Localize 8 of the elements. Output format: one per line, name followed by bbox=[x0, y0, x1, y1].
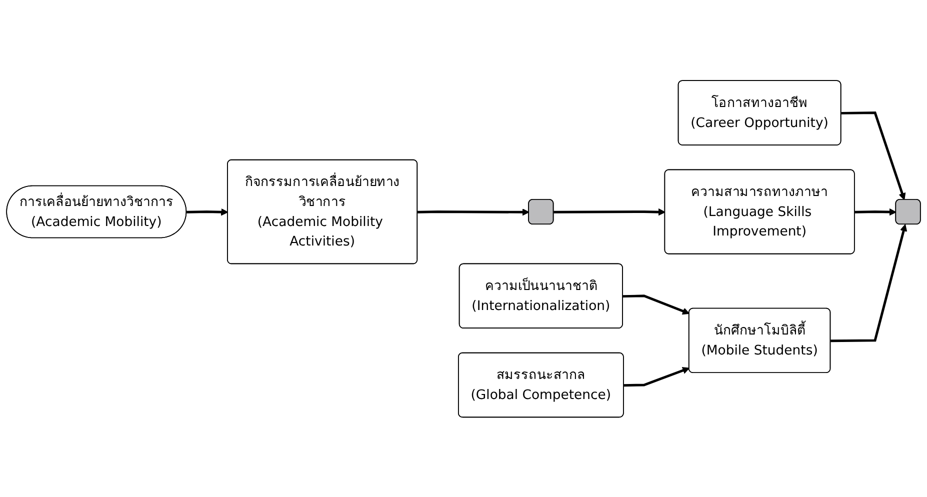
arrow bbox=[830, 224, 908, 342]
arrow bbox=[186, 208, 228, 216]
arrow bbox=[418, 208, 530, 216]
arrow bbox=[841, 111, 906, 200]
arrow bbox=[622, 294, 690, 314]
arrow bbox=[554, 208, 666, 216]
arrow bbox=[624, 366, 690, 386]
arrow bbox=[854, 208, 896, 216]
